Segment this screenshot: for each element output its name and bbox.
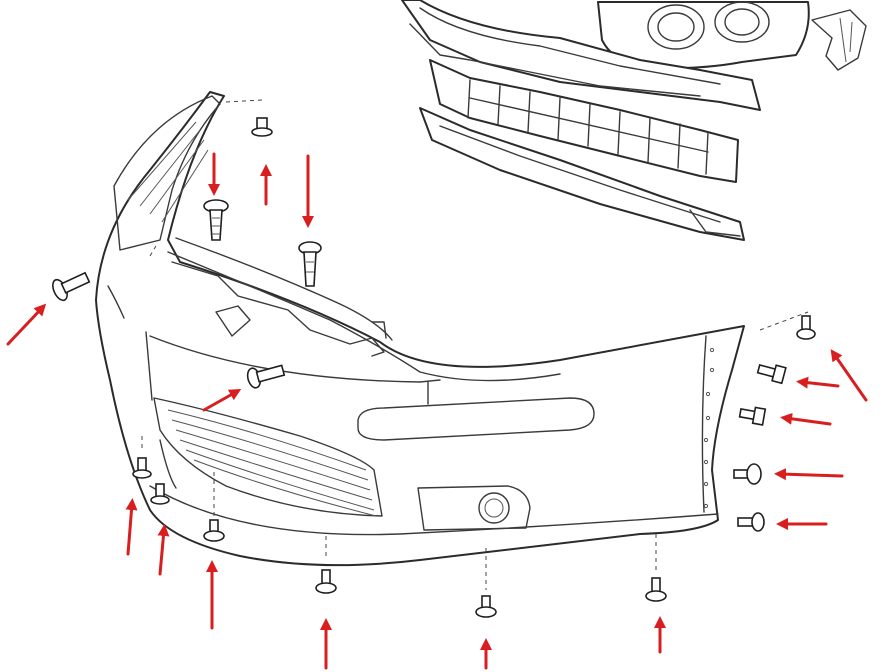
lower-grille-slats xyxy=(167,409,377,517)
bottom-screw-5 xyxy=(475,595,497,618)
arrow-right-side-screw-3 xyxy=(774,468,844,481)
arrow-right-side-screw-2 xyxy=(780,412,832,426)
right-side-screw-1 xyxy=(756,363,787,385)
right-side-screw-2 xyxy=(738,406,767,426)
right-top-clip xyxy=(796,315,816,340)
fog-lamp xyxy=(478,492,510,524)
top-clip-2 xyxy=(298,241,322,287)
front-bumper-cover xyxy=(95,91,809,590)
top-clip-1 xyxy=(203,199,229,241)
arrow-right-side-screw-1 xyxy=(796,376,840,389)
bottom-screw-1 xyxy=(132,457,152,479)
headlamp-bracket xyxy=(811,9,867,71)
fasteners xyxy=(52,117,816,618)
right-side-screw-3 xyxy=(733,463,762,485)
headlamp-lens-left-inner xyxy=(657,12,695,42)
upper-mounting-rail xyxy=(167,251,561,382)
arrow-bottom-screw-3 xyxy=(157,524,170,576)
right-side-screw-4 xyxy=(737,512,765,532)
leader-top-right xyxy=(759,311,809,331)
arrow-left-side-screw xyxy=(6,303,47,346)
upper-air-slot xyxy=(357,397,595,441)
bottom-screw-3 xyxy=(203,519,225,542)
upper-cross-member xyxy=(401,0,761,111)
fog-lamp-bezel xyxy=(417,485,531,531)
leader-top-left xyxy=(225,99,263,103)
bottom-screw-4 xyxy=(315,569,337,594)
bottom-screw-6 xyxy=(645,577,667,602)
bottom-screw-2 xyxy=(150,483,170,505)
impact-beam-ribs xyxy=(467,79,709,175)
headlamp-lens-left xyxy=(647,4,705,50)
headlamp-lens-right-inner xyxy=(724,8,760,36)
left-side-bracket xyxy=(113,95,221,251)
arrow-bottom-screw-2 xyxy=(125,498,138,556)
red-arrows xyxy=(6,152,868,670)
car-front-body xyxy=(401,0,867,241)
arrow-mid-side-screw xyxy=(202,389,242,412)
center-retainer-strip xyxy=(171,261,385,357)
impact-beam xyxy=(429,59,739,183)
top-bolt-1 xyxy=(251,117,273,137)
right-panel-fixing-points xyxy=(703,347,715,509)
left-side-screw xyxy=(52,271,91,302)
headlamp-lens-right xyxy=(714,1,770,43)
arrow-right-top-clip xyxy=(830,349,868,402)
lower-grille xyxy=(153,397,383,517)
lower-air-deflector xyxy=(419,107,745,241)
mid-side-screw xyxy=(246,364,286,389)
